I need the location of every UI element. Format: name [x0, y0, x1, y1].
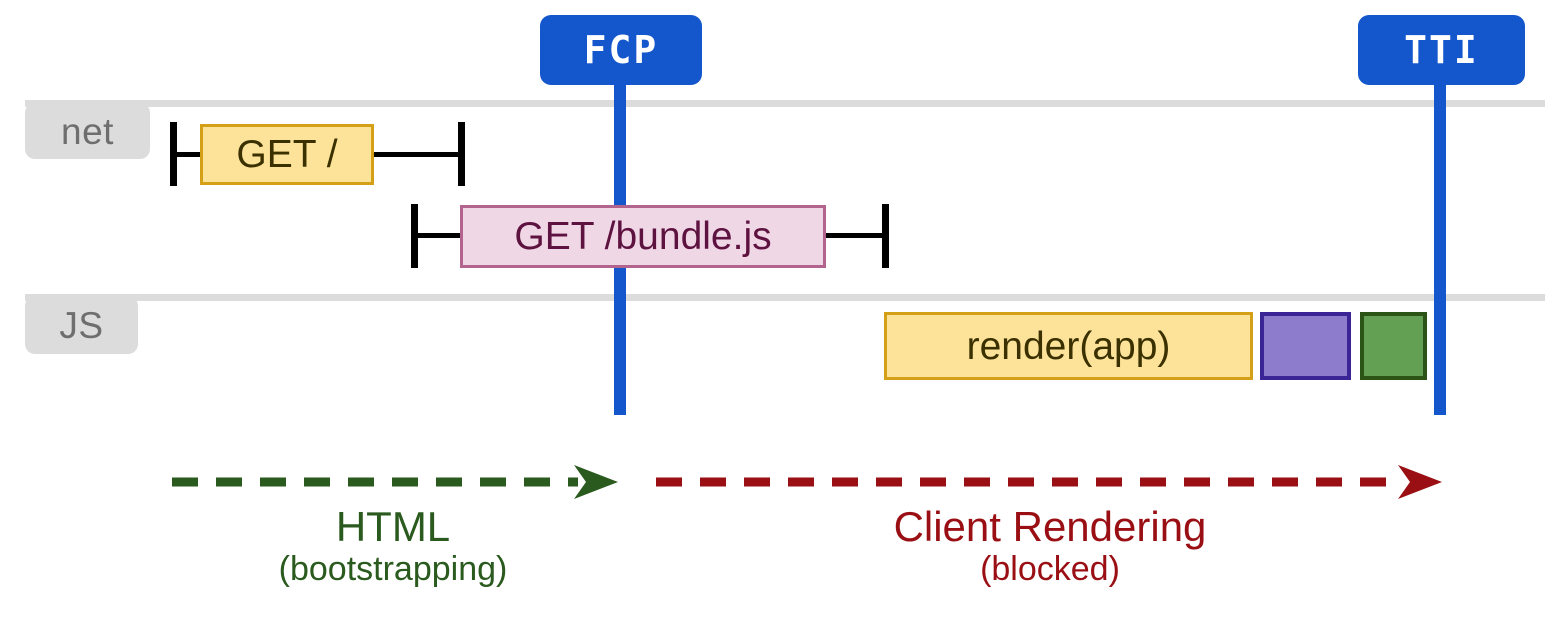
whisker-stem-right-get-root: [370, 152, 465, 157]
phase-caption-client-rendering: Client Rendering (blocked): [655, 503, 1445, 588]
phase-caption-html: HTML (bootstrapping): [178, 503, 608, 588]
lane-rule-js: [25, 294, 1545, 301]
lane-label-js: JS: [25, 296, 138, 354]
bar-get-bundle-label: GET /bundle.js: [514, 215, 772, 258]
whisker-stem-right-get-bundle: [822, 233, 886, 238]
bar-task-purple[interactable]: [1260, 312, 1351, 380]
whisker-stem-left-get-root: [170, 152, 205, 157]
phase-caption-client-rendering-main: Client Rendering: [893, 503, 1207, 550]
bar-render-app-label: render(app): [966, 324, 1171, 368]
whisker-stem-left-get-bundle: [411, 233, 463, 238]
milestone-badge-fcp[interactable]: FCP: [540, 15, 702, 85]
bar-render-app[interactable]: render(app): [884, 312, 1253, 380]
milestone-badge-tti[interactable]: TTI: [1358, 15, 1525, 85]
phase-caption-html-main: HTML: [335, 503, 451, 550]
milestone-line-tti: [1434, 85, 1446, 415]
bar-get-root[interactable]: GET /: [200, 124, 374, 185]
bar-get-root-label: GET /: [236, 133, 338, 176]
bar-get-bundle[interactable]: GET /bundle.js: [460, 205, 826, 268]
bar-task-green[interactable]: [1360, 312, 1427, 380]
lane-rule-net: [25, 100, 1545, 107]
lane-label-net-text: net: [61, 110, 114, 152]
whisker-cap-right-get-bundle: [882, 204, 889, 268]
lane-label-net: net: [25, 103, 150, 159]
phase-arrow-html: [170, 462, 620, 502]
whisker-cap-right-get-root: [458, 122, 465, 186]
phase-caption-html-sub: (bootstrapping): [278, 550, 508, 589]
phase-caption-client-rendering-sub: (blocked): [980, 550, 1120, 589]
phase-arrow-client-rendering: [654, 462, 1444, 502]
lane-label-js-text: JS: [59, 304, 104, 346]
